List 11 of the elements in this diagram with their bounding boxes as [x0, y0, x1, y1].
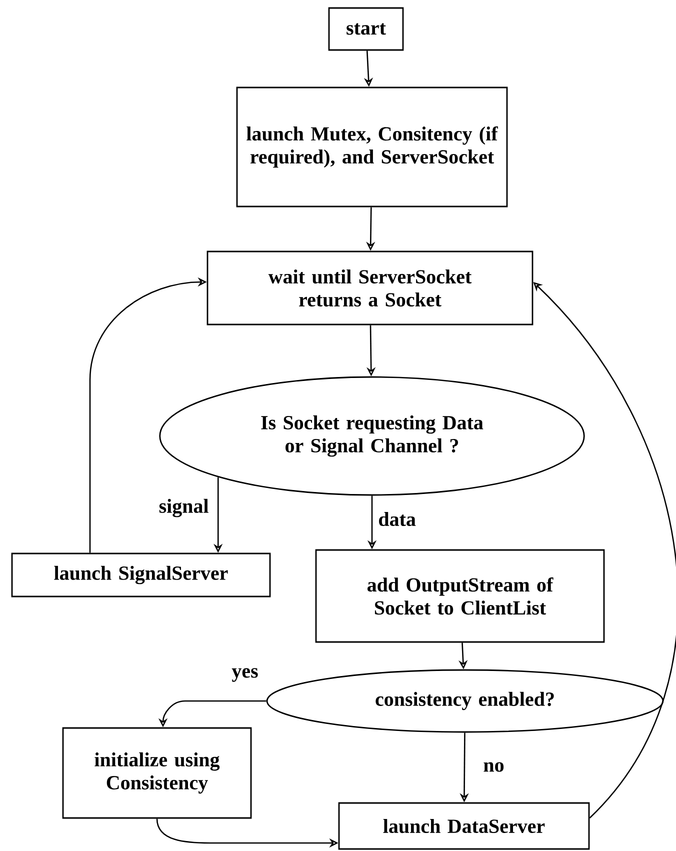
- edge-label: no: [482, 761, 506, 773]
- process-box: start: [328, 7, 404, 51]
- edge-label: signal: [158, 498, 210, 518]
- process-box: launch Mutex, Consitency (if required), and ServerSocket: [236, 86, 508, 208]
- process-box: initialize using Consistency: [62, 727, 252, 819]
- process-box: launch DataServer: [338, 802, 590, 850]
- process-box: launch SignalServer: [11, 552, 271, 598]
- process-box: add OutputStream of Socket to ClientList: [315, 549, 605, 643]
- process-box: wait until ServerSocket returns a Socket: [206, 250, 534, 326]
- edge-label: yes: [230, 667, 260, 683]
- edge-label: data: [377, 510, 417, 528]
